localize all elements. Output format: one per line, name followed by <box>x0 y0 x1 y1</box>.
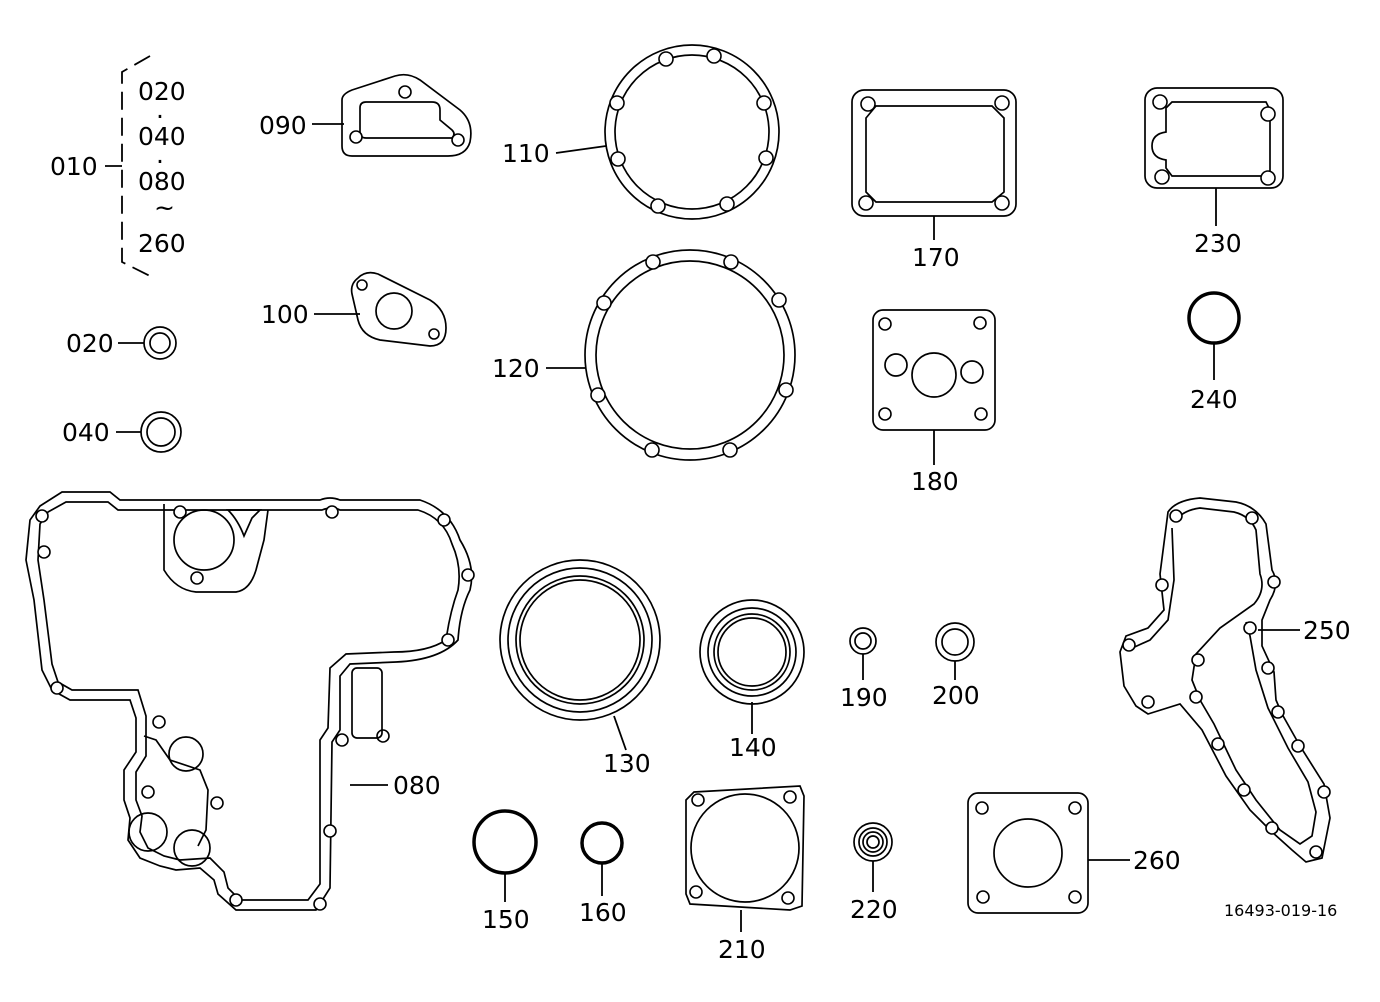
label-100: 100 <box>261 300 309 329</box>
label-210: 210 <box>718 935 766 964</box>
part-100-flange-gasket[interactable]: 100 <box>261 271 447 347</box>
label-130: 130 <box>603 749 651 778</box>
kit-item-080: 080 <box>138 167 186 196</box>
part-190-small-ring[interactable]: 190 <box>840 627 888 712</box>
part-130-oil-seal[interactable]: 130 <box>499 559 661 778</box>
part-020-seal-ring[interactable]: 020 <box>66 326 177 360</box>
kit-bracket-010: 010 020 · 040 · 080 ~ 260 <box>50 55 186 277</box>
label-190: 190 <box>840 683 888 712</box>
label-170: 170 <box>912 243 960 272</box>
part-160-o-ring[interactable]: 160 <box>579 821 627 927</box>
label-250: 250 <box>1303 616 1351 645</box>
label-150: 150 <box>482 905 530 934</box>
label-120: 120 <box>492 354 540 383</box>
kit-item-260: 260 <box>138 229 186 258</box>
part-080-front-cover-gasket[interactable]: 080 <box>25 491 475 911</box>
part-150-o-ring[interactable]: 150 <box>472 809 538 934</box>
part-210-pump-gasket[interactable]: 210 <box>685 785 805 964</box>
part-230-cover-gasket[interactable]: 230 <box>1144 87 1284 258</box>
label-260: 260 <box>1133 846 1181 875</box>
part-260-square-gasket[interactable]: 260 <box>967 792 1181 914</box>
label-180: 180 <box>911 467 959 496</box>
part-140-oil-seal[interactable]: 140 <box>699 599 805 762</box>
part-180-plate-gasket[interactable]: 180 <box>872 309 996 496</box>
part-200-ring[interactable]: 200 <box>932 622 980 710</box>
label-090: 090 <box>259 111 307 140</box>
label-140: 140 <box>729 733 777 762</box>
label-240: 240 <box>1190 385 1238 414</box>
label-040: 040 <box>62 418 110 447</box>
part-250-water-pump-gasket[interactable]: 250 <box>1119 497 1351 863</box>
kit-sep-2: · <box>156 147 164 176</box>
part-220-valve-seal[interactable]: 220 <box>850 822 898 924</box>
label-110: 110 <box>502 139 550 168</box>
drawing-code: 16493-019-16 <box>1224 901 1337 920</box>
label-080: 080 <box>393 771 441 800</box>
label-230: 230 <box>1194 229 1242 258</box>
label-160: 160 <box>579 898 627 927</box>
label-200: 200 <box>932 681 980 710</box>
kit-item-020: 020 <box>138 77 186 106</box>
part-170-cover-gasket[interactable]: 170 <box>851 89 1017 272</box>
part-240-o-ring[interactable]: 240 <box>1187 291 1241 414</box>
kit-item-040: 040 <box>138 122 186 151</box>
part-090-gasket[interactable]: 090 <box>259 73 472 157</box>
label-220: 220 <box>850 895 898 924</box>
part-040-seal-ring[interactable]: 040 <box>62 411 182 453</box>
part-110-round-gasket[interactable]: 110 <box>502 44 780 220</box>
part-120-housing-gasket[interactable]: 120 <box>492 249 796 461</box>
kit-sep-1: · <box>156 102 164 131</box>
kit-sep-3: ~ <box>154 193 175 222</box>
kit-label: 010 <box>50 152 98 181</box>
label-020: 020 <box>66 329 114 358</box>
